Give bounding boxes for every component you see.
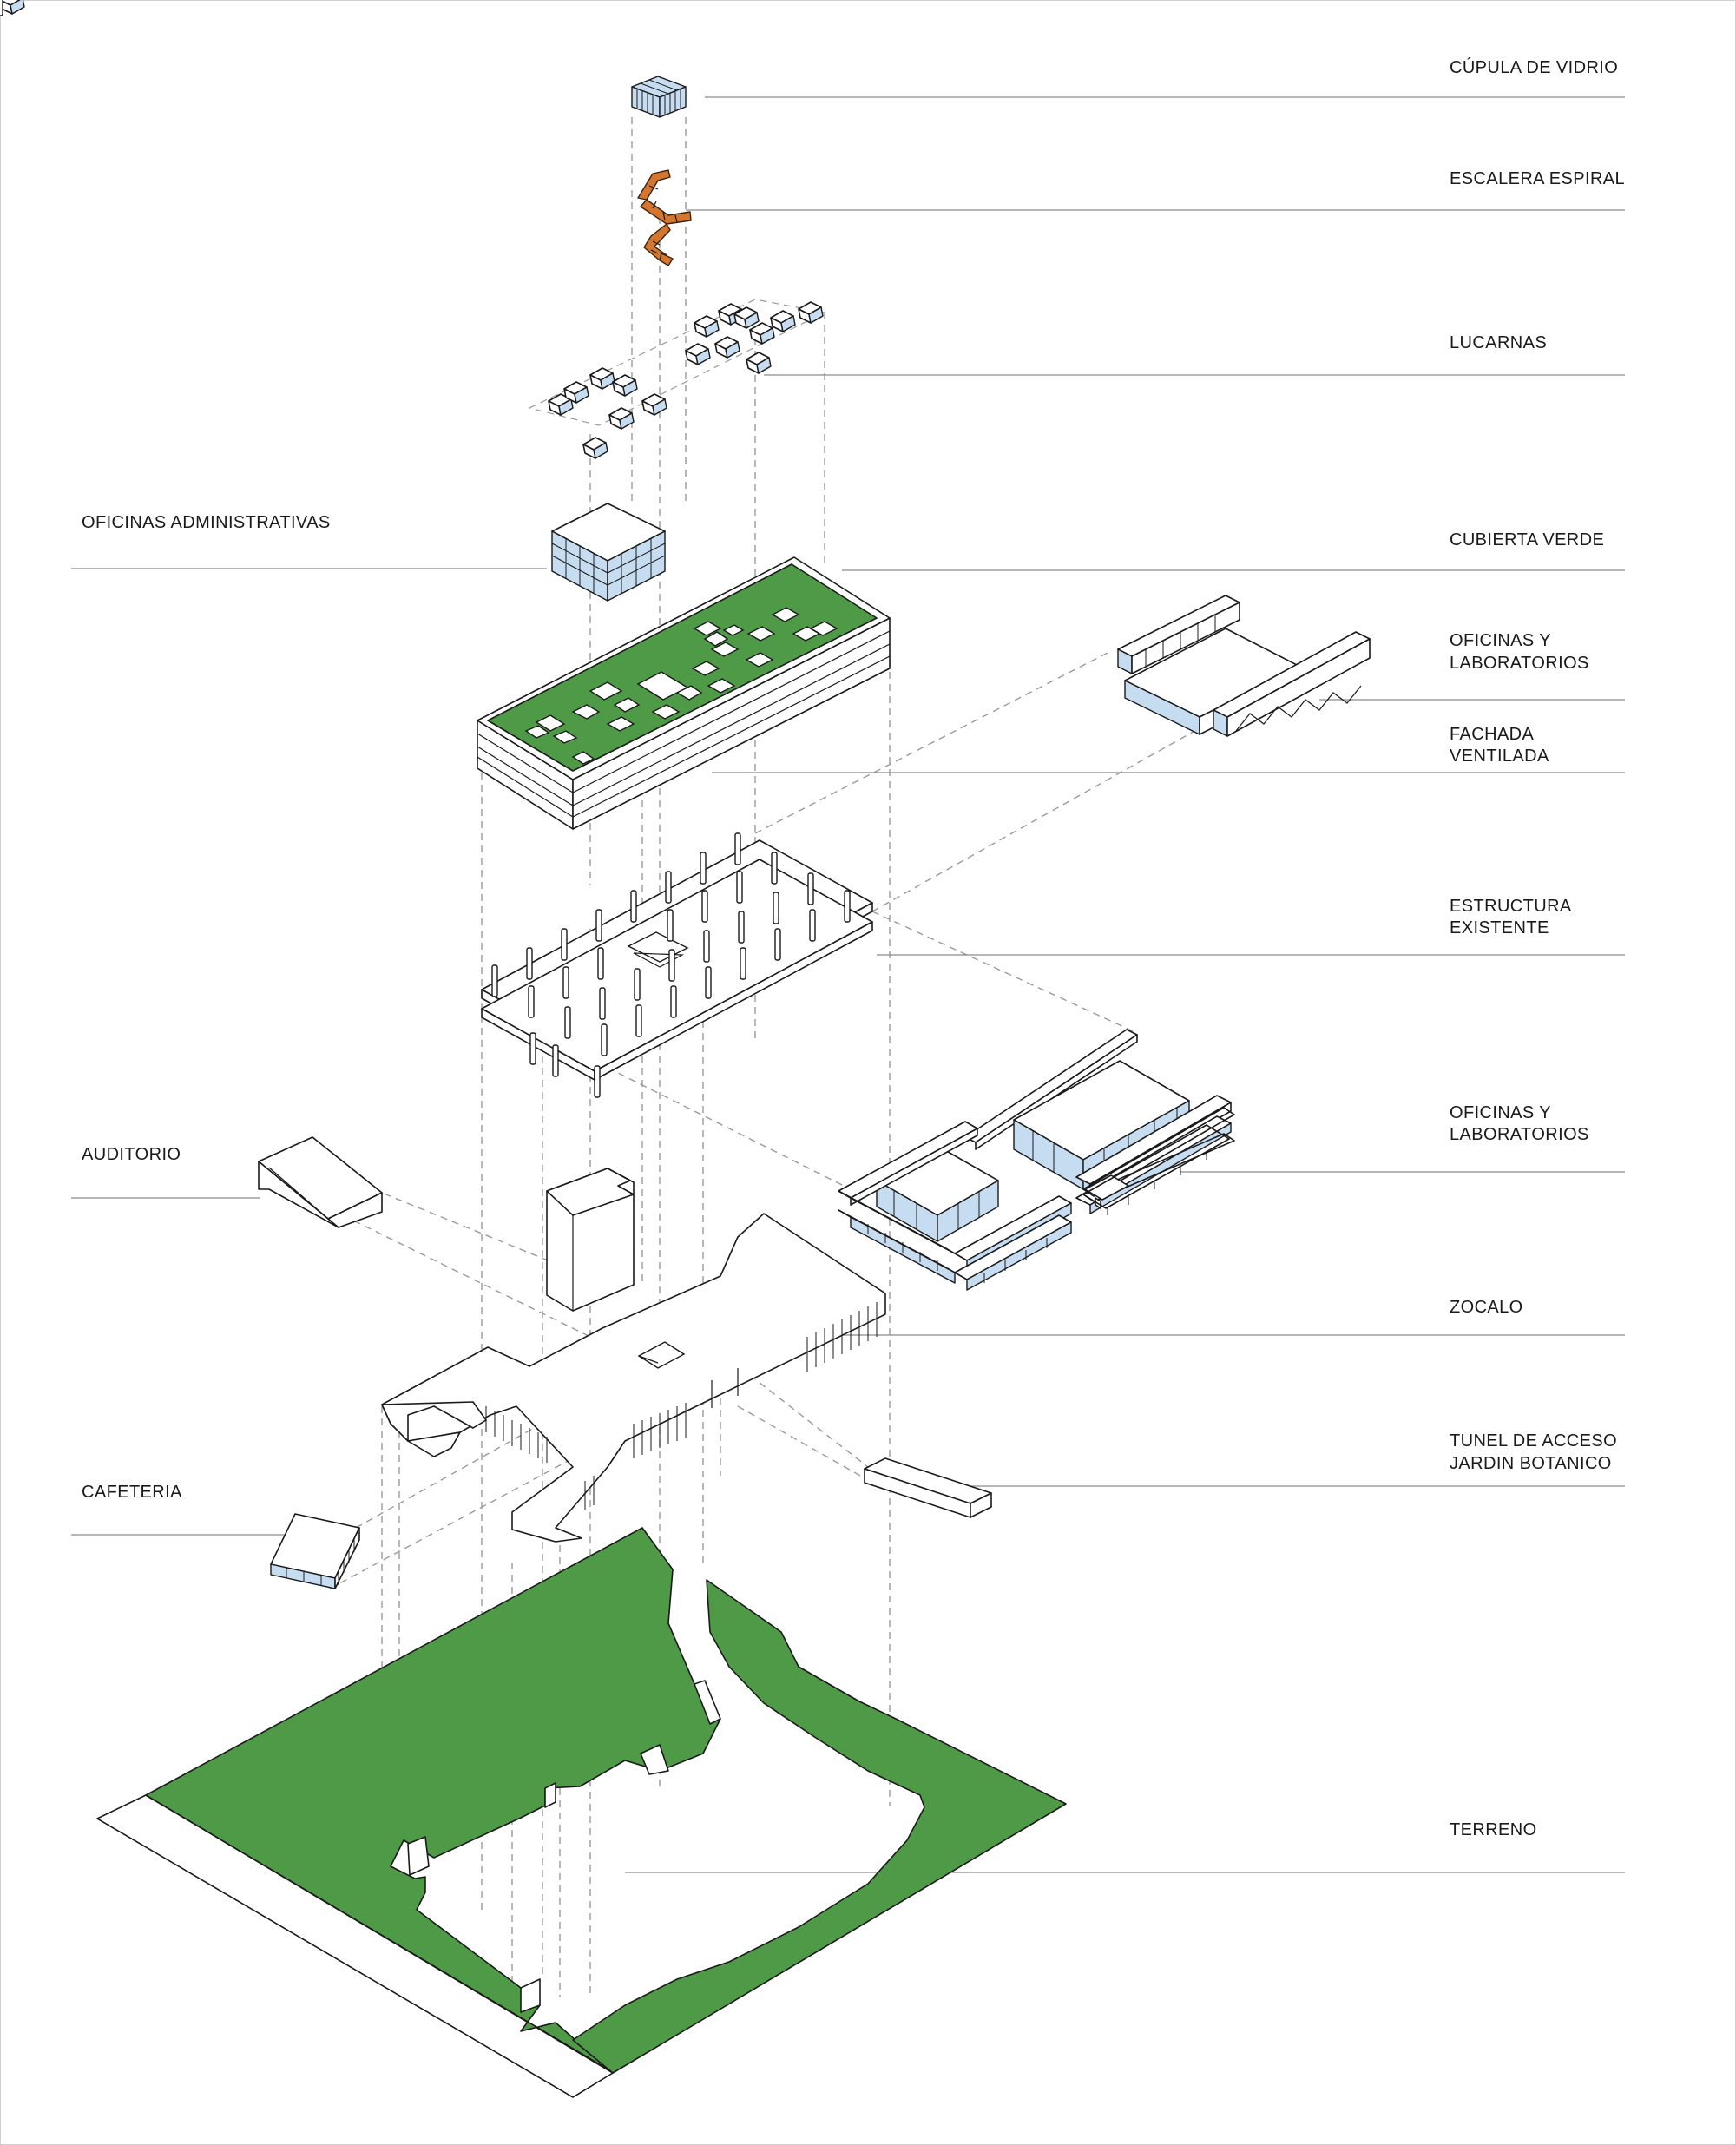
cafeteria: [270, 1513, 360, 1589]
label-offices-labs-lower-1: OFICINAS Y: [1450, 1103, 1551, 1122]
label-offices-labs-upper-2: LABORATORIOS: [1450, 654, 1589, 673]
label-existing-structure-2: EXISTENTE: [1450, 918, 1549, 938]
offices-labs-upper: [1117, 595, 1371, 737]
label-auditorium: AUDITORIO: [82, 1145, 181, 1164]
labels: CÚPULA DE VIDRIO ESCALERA ESPIRAL LUCARN…: [82, 57, 1625, 1839]
label-green-roof: CUBIERTA VERDE: [1450, 530, 1604, 549]
glass-dome: [631, 76, 687, 118]
label-offices-labs-lower-2: LABORATORIOS: [1450, 1125, 1589, 1144]
spiral-staircase: [637, 169, 692, 266]
label-plinth: ZOCALO: [1450, 1298, 1523, 1317]
label-spiral-staircase: ESCALERA ESPIRAL: [1450, 169, 1625, 188]
auditorium: [258, 1136, 383, 1228]
leader-lines: [71, 96, 1625, 1873]
plinth: [381, 1168, 886, 1543]
label-ventilated-facade-1: FACHADA: [1450, 725, 1535, 744]
existing-structure: [0, 0, 873, 1098]
label-administrative-offices: OFICINAS ADMINISTRATIVAS: [82, 513, 331, 532]
skylights: [0, 0, 826, 459]
administrative-offices-block: [551, 503, 666, 602]
label-offices-labs-upper-1: OFICINAS Y: [1450, 631, 1551, 650]
label-access-tunnel-2: JARDIN BOTANICO: [1450, 1454, 1612, 1473]
label-ventilated-facade-2: VENTILADA: [1450, 747, 1549, 766]
label-existing-structure-1: ESTRUCTURA: [1450, 897, 1572, 916]
label-access-tunnel-1: TUNEL DE ACCESO: [1450, 1431, 1617, 1451]
access-tunnel: [864, 1457, 992, 1518]
label-skylights: LUCARNAS: [1450, 333, 1547, 352]
site-terrain: [96, 1527, 1067, 2098]
label-glass-dome: CÚPULA DE VIDRIO: [1450, 57, 1618, 77]
label-terrain: TERRENO: [1450, 1820, 1537, 1839]
label-cafeteria: CAFETERIA: [82, 1483, 182, 1502]
offices-labs-lower: [838, 1029, 1235, 1291]
green-roof-slab: [477, 556, 891, 830]
